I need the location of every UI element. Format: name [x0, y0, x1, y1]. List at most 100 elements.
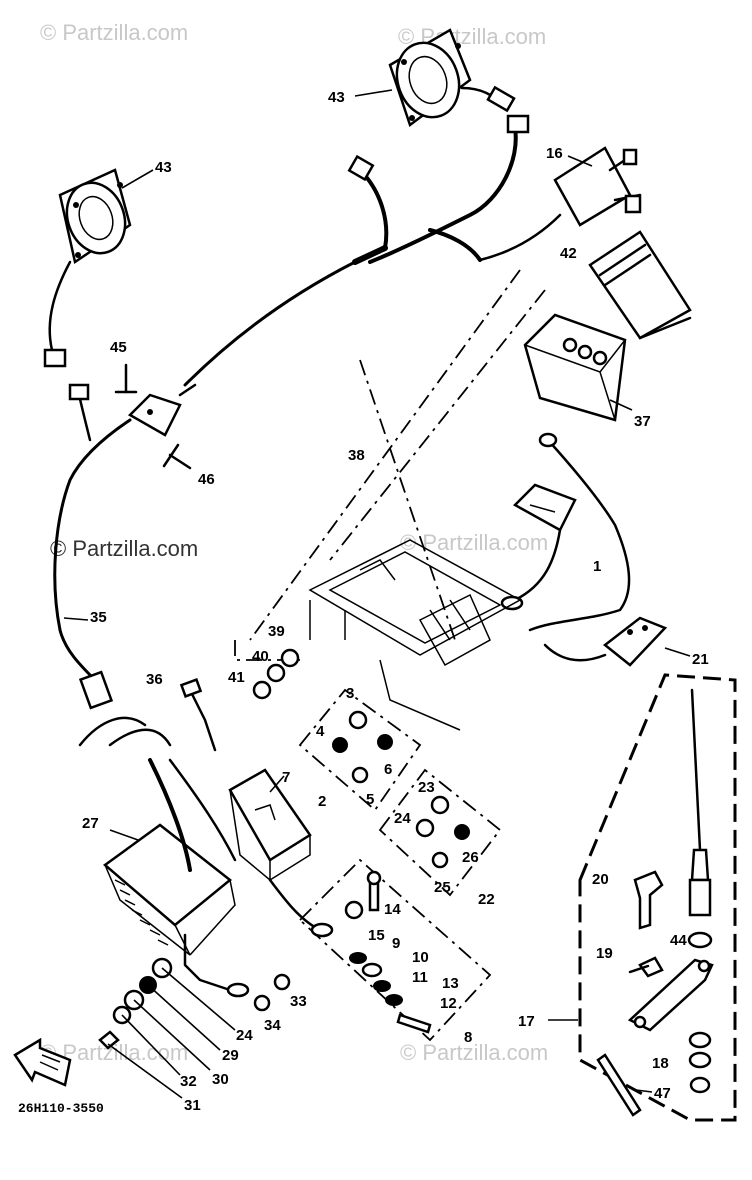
connector-35 — [78, 670, 114, 710]
part-23 — [430, 795, 450, 815]
wiring-36-plug — [179, 678, 203, 698]
callout-45: 45 — [110, 339, 127, 356]
harness-branch-a — [358, 168, 389, 250]
callout-29: 29 — [222, 1047, 239, 1064]
wiring-36-lead — [188, 688, 217, 752]
callout-16: 16 — [546, 145, 563, 162]
callout-37: 37 — [634, 413, 651, 430]
leader-32 — [121, 1014, 181, 1076]
bracket-leader — [234, 640, 300, 661]
callout-41: 41 — [228, 669, 245, 686]
part-9 — [349, 952, 367, 964]
ignitor-unit-7 — [228, 768, 312, 882]
leader-16 — [567, 155, 593, 167]
wire-7-plug — [310, 922, 334, 938]
wire-bundle-27 — [148, 758, 192, 872]
callout-24-lower: 24 — [236, 1027, 253, 1044]
callout-21: 21 — [692, 651, 709, 668]
callout-46: 46 — [198, 471, 215, 488]
callout-26: 26 — [462, 849, 479, 866]
antenna-mount — [688, 878, 712, 917]
callout-39: 39 — [268, 623, 285, 640]
cdi-unit-27 — [102, 823, 236, 956]
callout-18: 18 — [652, 1055, 669, 1072]
speaker-top-connector — [486, 85, 516, 113]
relay-unit-16 — [553, 146, 642, 227]
harness-sleeve — [352, 245, 388, 265]
grommet-41 — [252, 680, 272, 700]
part-21-lead — [543, 643, 607, 662]
part-3 — [348, 710, 368, 730]
callout-8: 8 — [464, 1029, 472, 1046]
part-31 — [98, 1030, 120, 1050]
key-20 — [633, 870, 664, 930]
callout-17: 17 — [518, 1013, 535, 1030]
bracket-18 — [627, 958, 714, 1032]
ground-wire — [183, 933, 232, 992]
leader-30 — [133, 999, 211, 1071]
leader-29 — [147, 984, 221, 1051]
handlebar-switch-21 — [602, 616, 668, 667]
part-12 — [396, 1013, 432, 1034]
part-6 — [377, 734, 393, 750]
leader-43b — [121, 169, 154, 189]
cover-42 — [588, 230, 692, 340]
harness-middle — [183, 260, 357, 387]
callout-22: 22 — [478, 891, 495, 908]
speaker-left-connector — [43, 348, 67, 368]
callout-14: 14 — [384, 901, 401, 918]
part-11 — [373, 980, 391, 992]
harness-connector-top — [506, 114, 530, 134]
part-10 — [361, 962, 383, 978]
pin-46 — [168, 453, 192, 470]
front-arrow-icon — [13, 1037, 72, 1087]
callout-47: 47 — [654, 1085, 671, 1102]
callout-44: 44 — [670, 932, 687, 949]
washer-a — [688, 1031, 712, 1049]
callout-10: 10 — [412, 949, 429, 966]
group-17-outline — [578, 673, 737, 1122]
callout-40: 40 — [252, 648, 269, 665]
harness-junction-lead — [178, 383, 197, 397]
part-24 — [415, 818, 435, 838]
callout-9: 9 — [392, 935, 400, 952]
callout-33: 33 — [290, 993, 307, 1010]
part-26 — [454, 824, 470, 840]
part-5 — [351, 766, 369, 784]
callout-12: 12 — [440, 995, 457, 1012]
speaker-left — [58, 168, 132, 265]
panel-bracket — [308, 539, 522, 731]
leader-7 — [269, 775, 285, 793]
bracket-18-hole-b — [633, 1015, 647, 1029]
callout-23: 23 — [418, 779, 435, 796]
antenna-rod — [690, 688, 702, 852]
leader-24b — [161, 967, 236, 1031]
callout-19: 19 — [596, 945, 613, 962]
callout-30: 30 — [212, 1071, 229, 1088]
washer-b — [688, 1051, 712, 1069]
part-14-head — [366, 870, 382, 886]
callout-43-left: 43 — [155, 159, 172, 176]
part-15 — [344, 900, 364, 920]
diagram-code: 26H110-3550 — [18, 1101, 104, 1116]
callout-25: 25 — [434, 879, 451, 896]
callout-15: 15 — [368, 927, 385, 944]
callout-5: 5 — [366, 791, 374, 808]
callout-36: 36 — [146, 671, 163, 688]
callout-32: 32 — [180, 1073, 197, 1090]
leader-31 — [107, 1043, 183, 1099]
harness-left-run — [53, 418, 132, 632]
nut — [689, 1076, 711, 1094]
leader-47 — [635, 1089, 653, 1093]
leader-line-38 — [249, 269, 521, 641]
leader-35 — [63, 617, 89, 621]
leader-21 — [664, 647, 691, 657]
harness-branch-b — [428, 228, 482, 262]
switch-1 — [512, 483, 577, 532]
cable-47 — [596, 1053, 642, 1117]
part-4 — [332, 737, 348, 753]
callout-42: 42 — [560, 245, 577, 262]
part-34 — [253, 994, 271, 1012]
antenna-base — [690, 848, 710, 882]
harness-left-end — [58, 628, 97, 682]
